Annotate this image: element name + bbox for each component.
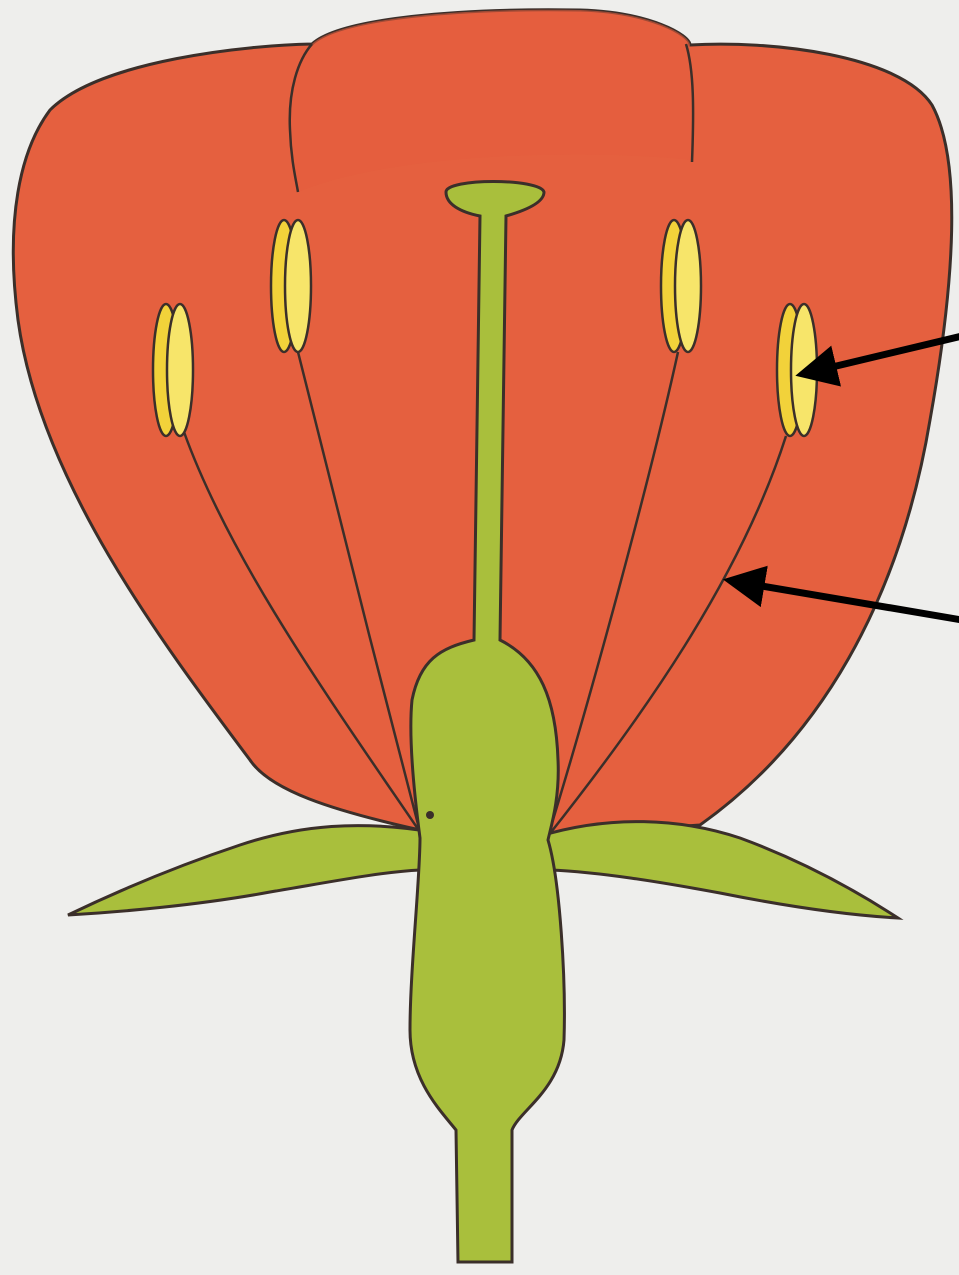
- ovary-dot: [426, 811, 434, 819]
- anther-3: [661, 220, 701, 352]
- anther-2: [271, 220, 311, 352]
- anther-1: [153, 304, 193, 436]
- anther-4: [777, 304, 817, 436]
